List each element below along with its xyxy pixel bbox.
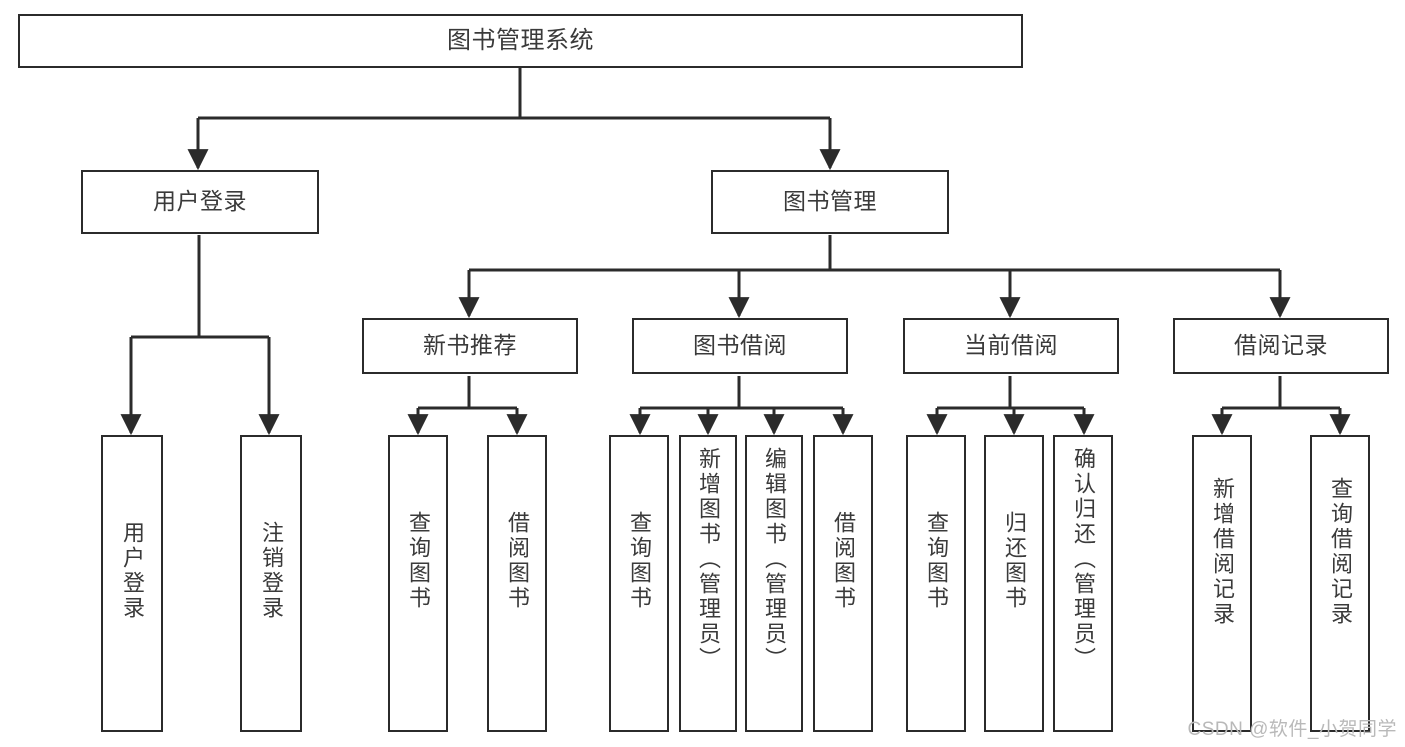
node-current-borrow[interactable]: 当前借阅 xyxy=(903,318,1119,374)
watermark-text: CSDN @软件_小贺同学 xyxy=(1187,719,1397,740)
leaf-user-login-1[interactable]: 用户登录 xyxy=(101,435,163,732)
node-new-book-recommend-label: 新书推荐 xyxy=(423,332,517,359)
node-book-management-label: 图书管理 xyxy=(783,188,877,215)
leaf-current-borrow-3[interactable]: 确认归还（管理员） xyxy=(1053,435,1113,732)
node-borrow-record-label: 借阅记录 xyxy=(1234,332,1328,359)
leaf-current-borrow-2[interactable]: 归还图书 xyxy=(984,435,1044,732)
node-root[interactable]: 图书管理系统 xyxy=(18,14,1023,68)
leaf-new-book-1-label: 查询图书 xyxy=(405,511,431,611)
node-new-book-recommend[interactable]: 新书推荐 xyxy=(362,318,578,374)
leaf-new-book-2-label: 借阅图书 xyxy=(504,511,530,611)
node-current-borrow-label: 当前借阅 xyxy=(964,332,1058,359)
leaf-current-borrow-2-label: 归还图书 xyxy=(1001,511,1027,611)
leaf-current-borrow-1[interactable]: 查询图书 xyxy=(906,435,966,732)
leaf-borrow-record-2[interactable]: 查询借阅记录 xyxy=(1310,435,1370,732)
node-book-borrow[interactable]: 图书借阅 xyxy=(632,318,848,374)
leaf-book-borrow-4-label: 借阅图书 xyxy=(830,511,856,611)
node-user-login[interactable]: 用户登录 xyxy=(81,170,319,234)
leaf-book-borrow-4[interactable]: 借阅图书 xyxy=(813,435,873,732)
leaf-borrow-record-2-label: 查询借阅记录 xyxy=(1327,477,1353,627)
leaf-book-borrow-3[interactable]: 编辑图书（管理员） xyxy=(745,435,803,732)
leaf-new-book-1[interactable]: 查询图书 xyxy=(388,435,448,732)
node-user-login-label: 用户登录 xyxy=(153,188,247,215)
node-root-label: 图书管理系统 xyxy=(447,26,594,54)
leaf-current-borrow-3-label: 确认归还（管理员） xyxy=(1070,447,1096,672)
leaf-book-borrow-2-label: 新增图书（管理员） xyxy=(695,447,721,672)
leaf-new-book-2[interactable]: 借阅图书 xyxy=(487,435,547,732)
leaf-borrow-record-1[interactable]: 新增借阅记录 xyxy=(1192,435,1252,732)
leaf-book-borrow-3-label: 编辑图书（管理员） xyxy=(761,447,787,672)
leaf-book-borrow-2[interactable]: 新增图书（管理员） xyxy=(679,435,737,732)
leaf-user-login-1-label: 用户登录 xyxy=(119,521,145,621)
leaf-user-login-2-label: 注销登录 xyxy=(258,521,284,621)
node-book-management[interactable]: 图书管理 xyxy=(711,170,949,234)
leaf-current-borrow-1-label: 查询图书 xyxy=(923,511,949,611)
leaf-borrow-record-1-label: 新增借阅记录 xyxy=(1209,477,1235,627)
node-borrow-record[interactable]: 借阅记录 xyxy=(1173,318,1389,374)
leaf-user-login-2[interactable]: 注销登录 xyxy=(240,435,302,732)
leaf-book-borrow-1-label: 查询图书 xyxy=(626,511,652,611)
node-book-borrow-label: 图书借阅 xyxy=(693,332,787,359)
leaf-book-borrow-1[interactable]: 查询图书 xyxy=(609,435,669,732)
